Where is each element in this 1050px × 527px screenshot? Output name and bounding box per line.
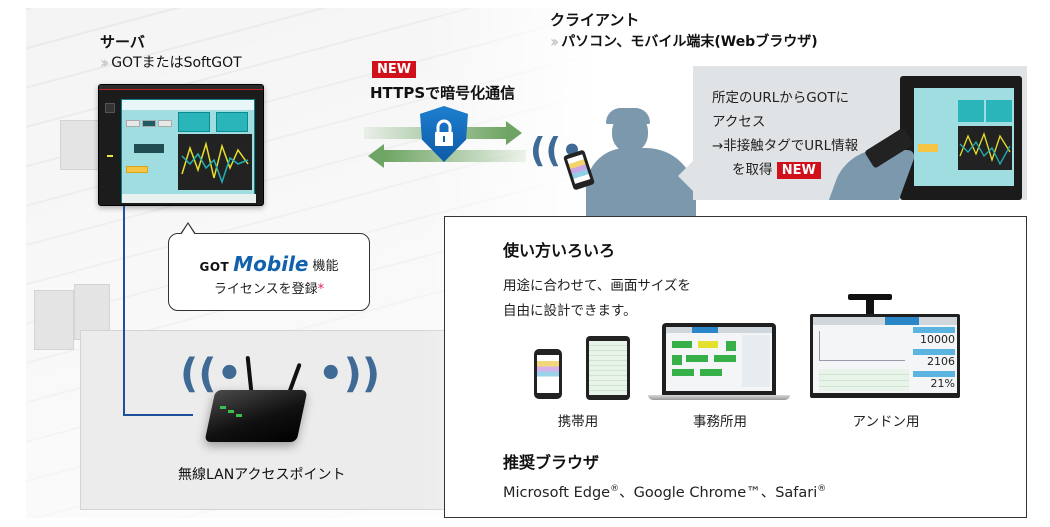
wifi-signal-right-icon: •)) bbox=[318, 351, 381, 397]
person-silhouette bbox=[586, 148, 696, 218]
device-label-andon: アンドン用 bbox=[852, 414, 920, 430]
browser-list: Microsoft Edge®、Google Chrome™、Safari® bbox=[503, 484, 827, 501]
network-wire bbox=[123, 414, 193, 416]
phone-device-icon bbox=[534, 349, 562, 399]
got-device bbox=[98, 84, 264, 206]
control-cabinet bbox=[34, 290, 74, 350]
license-text: ライセンスを登録* bbox=[213, 282, 325, 297]
line-chart bbox=[178, 134, 252, 190]
client-info-text: 所定のURLからGOTに アクセス →非接触タグでURL情報 を取得 NEW bbox=[712, 90, 859, 179]
status-led bbox=[107, 155, 113, 157]
got-mobile-logo: GOT Mobile 機能 bbox=[199, 252, 339, 276]
andon-display-icon: 10000 2106 21% bbox=[810, 314, 960, 398]
server-title: サーバ bbox=[100, 33, 145, 51]
usage-description: 用途に合わせて、画面サイズを 自由に設計できます。 bbox=[503, 278, 691, 319]
license-bubble: GOT Mobile 機能 ライセンスを登録* bbox=[168, 233, 370, 311]
wifi-signal-left-icon: ((• bbox=[180, 351, 243, 397]
double-chevron-icon: ›› bbox=[550, 31, 559, 51]
tablet-device-icon bbox=[586, 336, 630, 400]
gauge-icon bbox=[178, 112, 210, 132]
got-screen bbox=[121, 99, 256, 203]
double-chevron-icon: ›› bbox=[100, 52, 109, 72]
device-label-mobile: 携帯用 bbox=[557, 414, 599, 430]
got-device-nfc bbox=[900, 76, 1022, 200]
browser-title: 推奨ブラウザ bbox=[503, 453, 600, 472]
network-wire bbox=[123, 206, 125, 416]
router-icon bbox=[204, 390, 308, 442]
tab-bar bbox=[122, 194, 256, 203]
usage-title: 使い方いろいろ bbox=[503, 241, 616, 260]
got-header-bar bbox=[99, 85, 263, 90]
client-title: クライアント bbox=[550, 11, 640, 29]
server-subtitle: ›› GOTまたはSoftGOT bbox=[100, 52, 242, 72]
laptop-device-icon bbox=[662, 323, 776, 395]
power-icon bbox=[105, 103, 115, 113]
new-badge: NEW bbox=[372, 61, 417, 78]
gauge-icon bbox=[216, 112, 248, 132]
arrow-left-icon bbox=[384, 150, 526, 162]
line-chart bbox=[958, 126, 1012, 170]
new-badge: NEW bbox=[776, 162, 821, 179]
device-label-office: 事務所用 bbox=[693, 414, 747, 430]
value-display bbox=[134, 144, 164, 153]
router-label: 無線LANアクセスポイント bbox=[178, 467, 346, 483]
client-subtitle: ›› パソコン、モバイル端末(Webブラウザ) bbox=[550, 31, 818, 51]
https-label: HTTPSで暗号化通信 bbox=[370, 84, 516, 102]
